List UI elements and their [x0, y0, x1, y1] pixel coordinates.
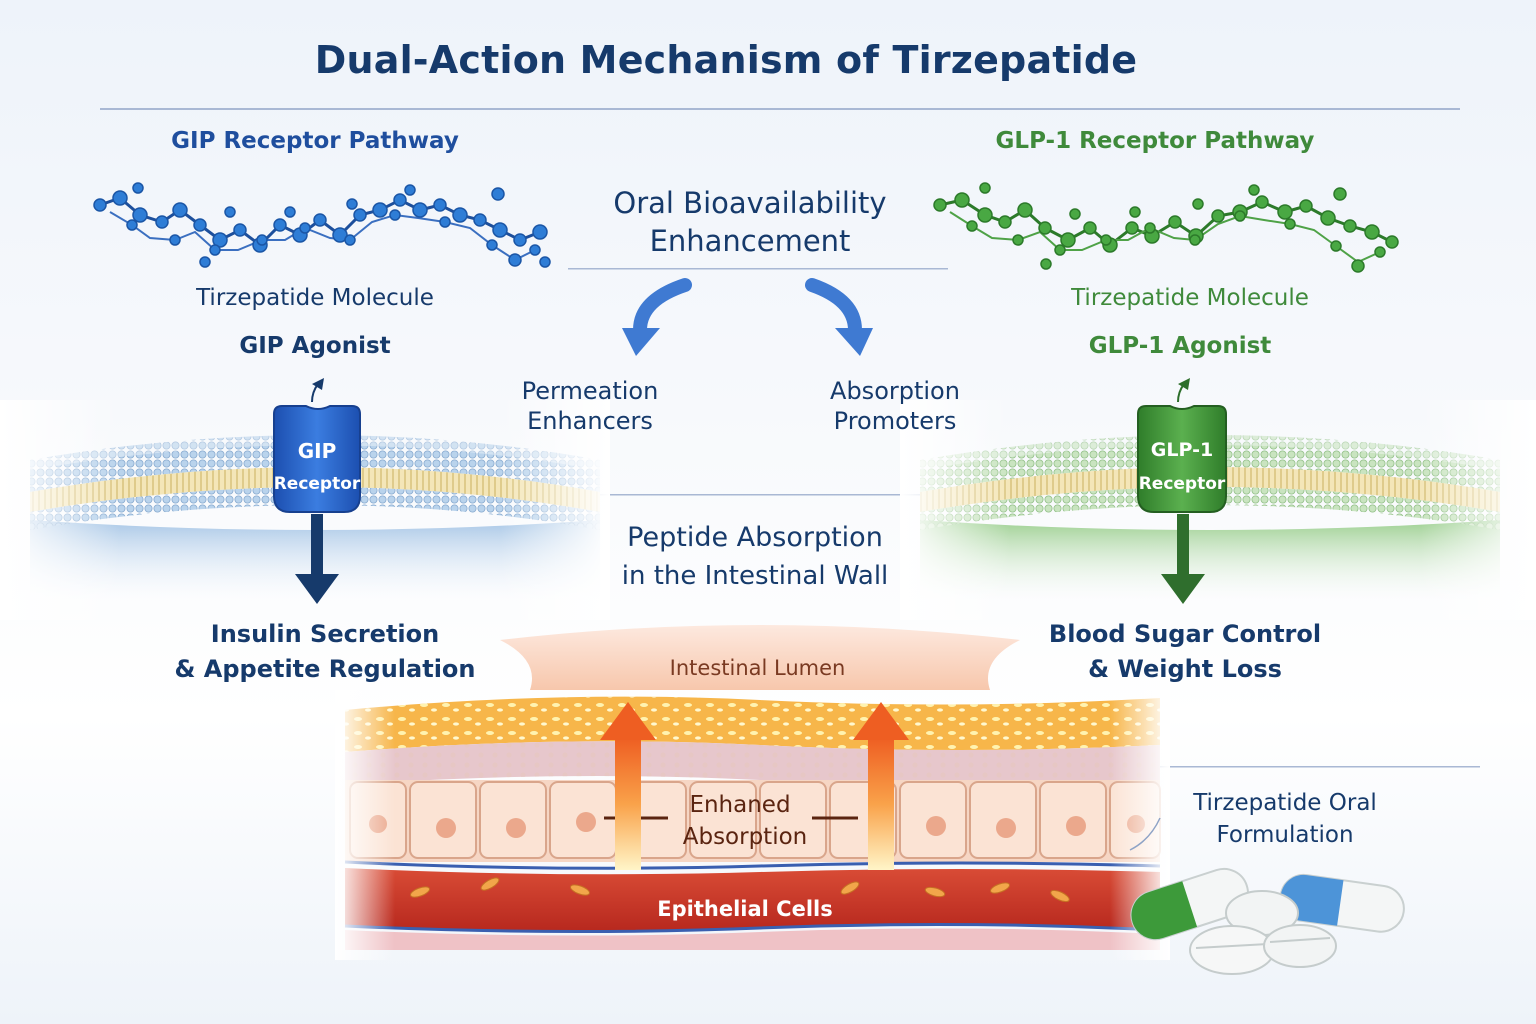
glp1-signal-arrow — [1161, 514, 1205, 604]
permeation-enhancers-line2: Enhancers — [527, 407, 653, 435]
oral-formulation-line2: Formulation — [1216, 822, 1354, 848]
glp1-molecule-label: Tirzepatide Molecule — [1071, 285, 1309, 311]
glp1-effect-line2: & Weight Loss — [1088, 655, 1282, 683]
intestinal-wall-illustration — [335, 625, 1170, 960]
gip-receptor-label-line1: GIP — [297, 439, 337, 463]
glp1-effect-line1: Blood Sugar Control — [1048, 620, 1322, 648]
glp1-molecule-icon — [933, 182, 1399, 273]
oral-formulation-line1: Tirzepatide Oral — [1193, 790, 1377, 816]
permeation-enhancers-line1: Permeation — [521, 377, 659, 405]
epithelial-cells-label: Epithelial Cells — [657, 897, 833, 921]
absorption-promoters-line1: Absorption — [830, 377, 960, 405]
gip-signal-arrow — [295, 514, 339, 604]
glp1-receptor-icon — [1137, 405, 1227, 513]
page-title: Dual-Action Mechanism of Tirzepatide — [314, 38, 1138, 82]
absorption-arrow — [805, 278, 873, 356]
glp1-agonist-label: GLP-1 Agonist — [1088, 333, 1272, 359]
enhanced-absorption-line2: Absorption — [682, 824, 808, 850]
absorption-up-arrow-left — [600, 702, 656, 870]
peptide-absorption-line2: in the Intestinal Wall — [621, 561, 889, 591]
gip-cell-membrane — [0, 400, 610, 620]
oral-formulation-pills-icon — [1130, 867, 1405, 975]
glp1-receptor-label-line1: GLP-1 — [1150, 439, 1214, 461]
gip-receptor-label-line2: Receptor — [273, 474, 361, 494]
gip-effect-line2: & Appetite Regulation — [174, 655, 476, 683]
absorption-up-arrow-right — [853, 702, 909, 870]
bioavailability-title-line1: Oral Bioavailability — [613, 186, 887, 220]
glp1-receptor-label-line2: Receptor — [1138, 474, 1226, 494]
glp1-pathway-title: GLP-1 Receptor Pathway — [995, 128, 1315, 154]
glp1-cell-membrane — [900, 400, 1536, 620]
gip-pathway-title: GIP Receptor Pathway — [171, 128, 459, 154]
enhanced-absorption-line1: Enhaned — [689, 792, 791, 818]
gip-molecule-icon — [93, 182, 551, 268]
gip-agonist-label: GIP Agonist — [239, 333, 391, 359]
intestinal-lumen-label: Intestinal Lumen — [669, 656, 846, 680]
gip-receptor-icon — [273, 405, 361, 513]
gip-effect-line1: Insulin Secretion — [210, 620, 440, 648]
peptide-absorption-line1: Peptide Absorption — [627, 522, 883, 553]
permeation-arrow — [622, 278, 692, 356]
absorption-promoters-line2: Promoters — [833, 407, 957, 435]
bioavailability-title-line2: Enhancement — [649, 224, 851, 258]
gip-molecule-label: Tirzepatide Molecule — [196, 285, 434, 311]
